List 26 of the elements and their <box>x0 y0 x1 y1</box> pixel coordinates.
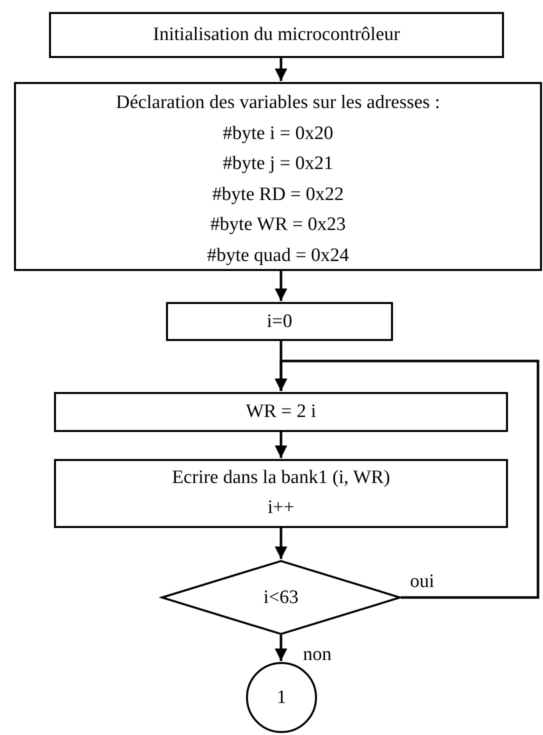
node-text: 1 <box>276 686 286 708</box>
node-subtext: #byte WR = 0x23 <box>210 213 346 237</box>
arrow <box>274 271 288 301</box>
decision-diamond <box>161 560 401 635</box>
node-text: i<63 <box>264 586 298 608</box>
arrow <box>274 528 288 559</box>
process-box <box>54 459 508 528</box>
process-box <box>166 302 393 341</box>
node-subtext: #byte i = 0x20 <box>222 122 334 146</box>
node-text: Déclaration des variables sur les adresses : <box>116 91 440 115</box>
process-box <box>54 392 508 432</box>
node-text: Initialisation du microcontrôleur <box>153 24 400 46</box>
node-subtext: i++ <box>268 497 294 519</box>
arrow <box>274 58 288 81</box>
node-text: i=0 <box>266 310 292 332</box>
node-subtext: #byte quad = 0x24 <box>206 244 350 268</box>
node-subtext: #byte RD = 0x22 <box>212 182 344 206</box>
node-text: Ecrire dans la bank1 (i, WR) <box>172 467 390 489</box>
arrow <box>274 432 288 458</box>
process-box <box>14 82 542 271</box>
arrow <box>274 360 540 599</box>
connector-circle <box>246 662 317 733</box>
node-text: WR = 2 i <box>246 401 316 423</box>
process-box <box>49 12 504 58</box>
node-subtext: #byte j = 0x21 <box>222 152 334 176</box>
arrow <box>274 635 288 661</box>
